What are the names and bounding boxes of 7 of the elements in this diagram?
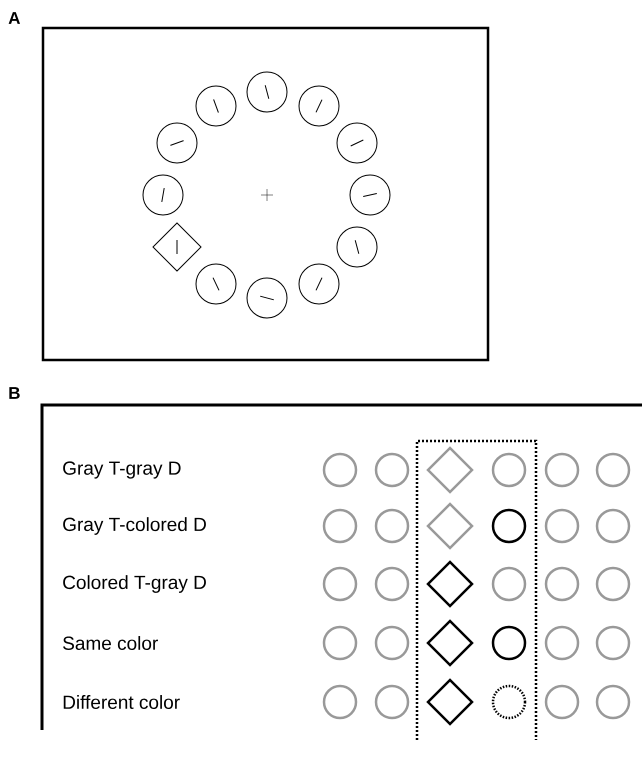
panel-label: B: [9, 387, 20, 399]
condition-label: Different color: [64, 695, 180, 709]
condition-label: Gray T-gray D: [63, 461, 181, 479]
panel-label: A: [8, 12, 20, 24]
condition-label: Same color: [63, 636, 158, 650]
condition-label: Gray T-colored D: [63, 517, 206, 535]
condition-label: Colored T-gray D: [63, 575, 206, 593]
